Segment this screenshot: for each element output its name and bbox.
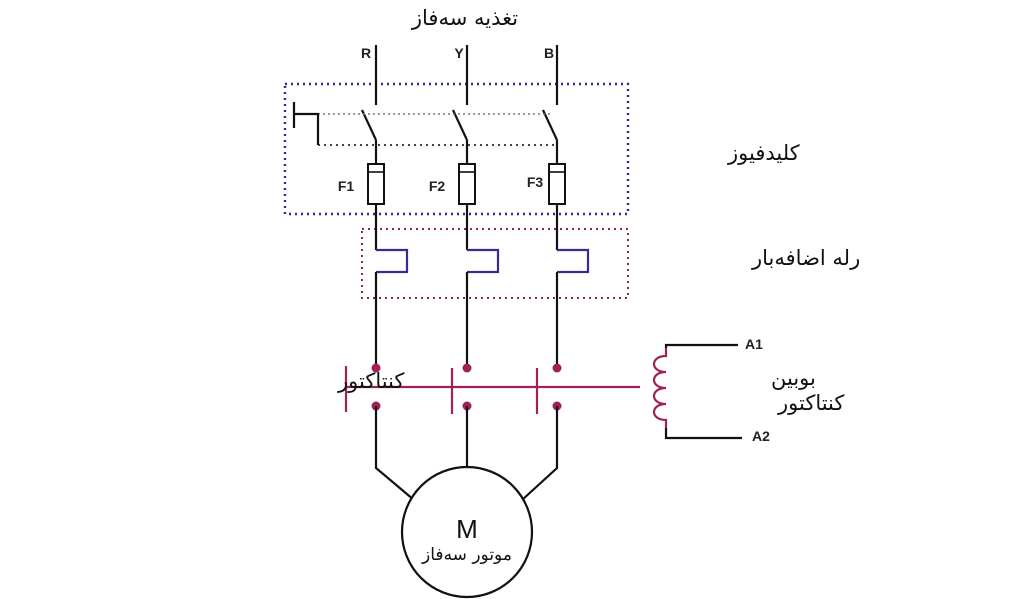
coil-label-line1: بوبین	[771, 366, 816, 390]
fuse-f3	[548, 163, 566, 205]
fuse-f1	[367, 163, 385, 205]
switch-blade-r	[361, 109, 377, 141]
motor-label: موتور سه‌فاز	[421, 545, 512, 565]
fuse-f2	[458, 163, 476, 205]
fuse-switch-label: کلیدفیوز	[727, 141, 800, 165]
overload-element-b	[557, 248, 590, 274]
motor-circle	[400, 465, 534, 599]
coil-terminal-a2-wire	[664, 428, 742, 440]
contactor-label: کنتاکتور	[337, 369, 404, 393]
coil-terminal-a1: A1	[745, 336, 763, 352]
overload-relay-label: رله اضافه‌بار	[751, 246, 860, 270]
switch-blade-b	[542, 109, 558, 141]
switch-blade-y	[452, 109, 468, 141]
motor-lead-b	[521, 406, 559, 501]
fuse-switch-enclosure	[283, 82, 630, 216]
fuse-label-f2: F2	[429, 178, 446, 194]
contactor-coil	[652, 348, 668, 428]
coil-label-line2: کنتاکتور	[777, 391, 844, 415]
phase-label-r: R	[361, 45, 371, 61]
phase-label-b: B	[544, 45, 554, 61]
contactor-contact-top-y	[462, 363, 472, 373]
contactor-contact-top-r	[371, 363, 381, 373]
coil-terminal-a2: A2	[752, 428, 770, 444]
coil-terminal-a1-wire	[664, 343, 738, 348]
motor-lead-r	[374, 406, 415, 501]
supply-title: تغذیه سه‌فاز	[411, 6, 518, 30]
overload-element-y	[467, 248, 500, 274]
switch-handle	[292, 102, 320, 145]
phase-label-y: Y	[454, 45, 464, 61]
fuse-label-f3: F3	[527, 174, 544, 190]
overload-relay-enclosure	[361, 228, 629, 299]
contactor-contact-top-b	[552, 363, 562, 373]
motor-symbol: M	[456, 514, 478, 544]
fuse-label-f1: F1	[338, 178, 355, 194]
overload-element-r	[376, 248, 409, 274]
